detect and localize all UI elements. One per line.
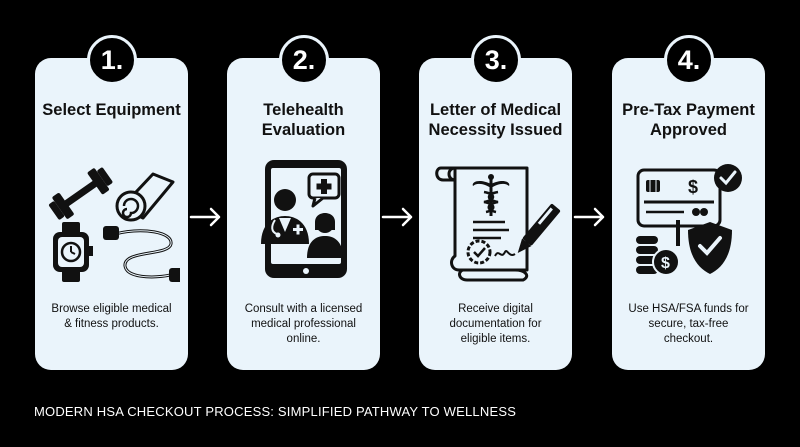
step-card-3: Letter of Medical Necessity Issued (419, 58, 572, 370)
payment-illustration: $ $ (636, 164, 742, 276)
coins-icon: $ (636, 236, 680, 276)
step-number-badge-2: 2. (279, 35, 329, 85)
doctor-icon (261, 189, 309, 244)
arrow-right-icon (573, 207, 605, 227)
arrow-right-icon (189, 207, 221, 227)
caduceus-icon (472, 174, 510, 216)
step-number-badge-4: 4. (664, 35, 714, 85)
step-number-badge-1: 1. (87, 35, 137, 85)
seal-icon (466, 239, 516, 265)
credit-card-icon: $ (636, 168, 722, 228)
svg-text:$: $ (661, 255, 670, 272)
step-title: Letter of Medical Necessity Issued (428, 101, 563, 139)
medical-cross-bubble-icon (307, 172, 341, 208)
step-card-2: Telehealth Evaluation Consult wit (227, 58, 380, 370)
resistance-band-icon (103, 226, 180, 282)
step-description: Use HSA/FSA funds for secure, tax-free c… (628, 303, 749, 345)
check-badge-icon (714, 164, 742, 192)
step-title: Pre-Tax Payment Approved (622, 101, 755, 139)
pen-icon (517, 203, 561, 253)
step-title: Telehealth Evaluation (261, 101, 346, 139)
telehealth-illustration (261, 160, 347, 278)
step-title: Select Equipment (42, 101, 181, 119)
dumbbell-icon (49, 167, 113, 220)
letter-illustration (435, 166, 561, 282)
footer-caption: MODERN HSA CHECKOUT PROCESS: SIMPLIFIED … (34, 404, 517, 419)
arrow-right-icon (381, 207, 413, 227)
svg-text:$: $ (688, 177, 698, 197)
step-description: Consult with a licensed medical professi… (244, 303, 363, 345)
equipment-illustration (49, 167, 180, 282)
step-description: Browse eligible medical & fitness produc… (51, 303, 172, 330)
smartwatch-icon (53, 222, 93, 282)
step-card-1: Select Equipment (35, 58, 188, 370)
step-description: Receive digital documentation for eligib… (449, 303, 542, 345)
shield-check-icon (676, 220, 732, 274)
patient-icon (307, 213, 343, 258)
step-number-badge-3: 3. (471, 35, 521, 85)
yoga-mat-icon (115, 172, 175, 222)
step-card-4: Pre-Tax Payment Approved $ $ (612, 58, 765, 370)
